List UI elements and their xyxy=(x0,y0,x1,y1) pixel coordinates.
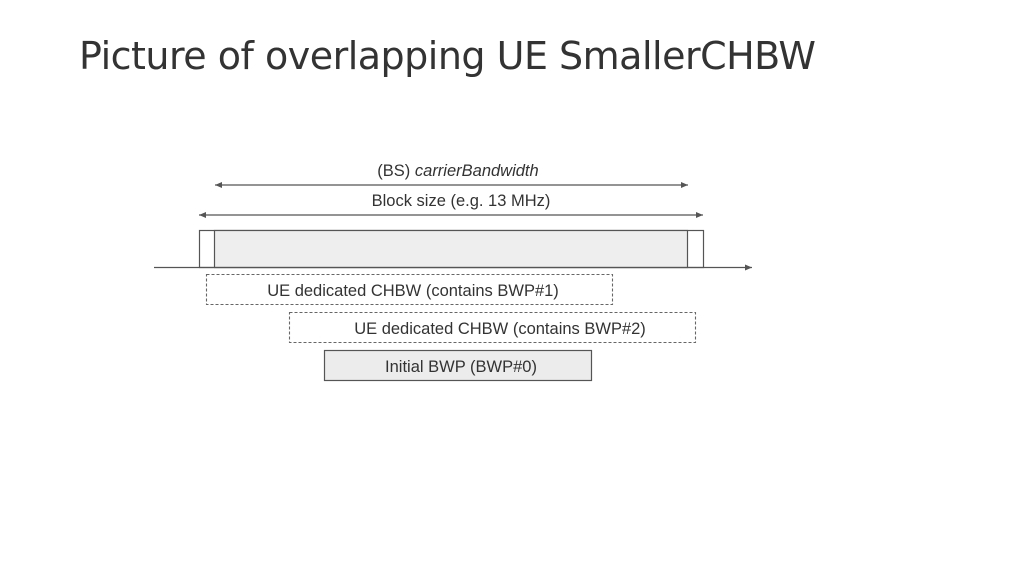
carrier-bandwidth-label: (BS) carrierBandwidth xyxy=(377,162,538,180)
initial-bwp-label: Initial BWP (BWP#0) xyxy=(385,358,537,376)
ue-chbw-1-box xyxy=(205,273,614,306)
slide-title: Picture of overlapping UE SmallerCHBW xyxy=(79,34,816,78)
carrier-bandwidth-rect xyxy=(213,229,689,269)
initial-bwp-box xyxy=(323,349,593,382)
ue-chbw-2-label: UE dedicated CHBW (contains BWP#2) xyxy=(354,320,646,338)
ue-chbw-2-box xyxy=(288,311,697,344)
ue-chbw-1-label: UE dedicated CHBW (contains BWP#1) xyxy=(267,282,559,300)
block-size-label: Block size (e.g. 13 MHz) xyxy=(372,192,551,210)
carrier-bandwidth-italic: carrierBandwidth xyxy=(415,162,539,180)
